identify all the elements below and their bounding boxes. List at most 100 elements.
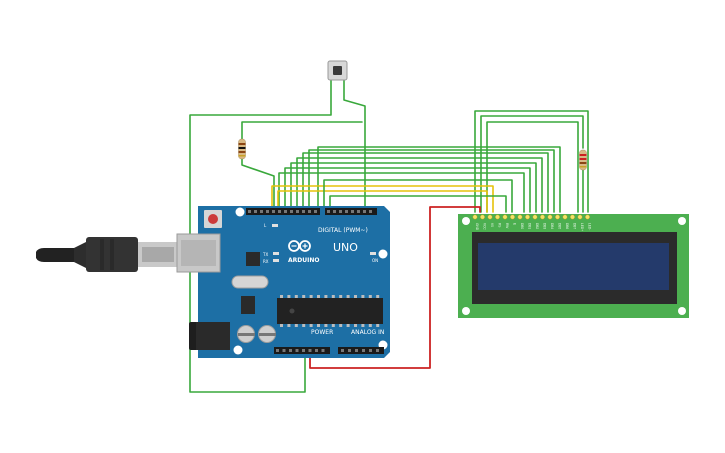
chip-pin <box>317 295 320 298</box>
wire-resistor-bottom <box>241 157 275 211</box>
chip-pin <box>317 324 320 327</box>
led-label-rx: RX <box>263 259 269 264</box>
arduino-uno-board[interactable]: L TX RX ON ARDUINO UNO DIGITAL (PWM~) PO… <box>176 206 390 358</box>
chip-pin <box>302 295 306 298</box>
header-hole[interactable] <box>348 349 351 352</box>
header-hole[interactable] <box>308 210 311 213</box>
on-label: ON <box>372 258 378 263</box>
digital-header-label: DIGITAL (PWM~) <box>318 227 368 234</box>
mount-hole <box>233 345 243 355</box>
header-hole[interactable] <box>295 349 299 352</box>
lcd-pin-label: DB6 <box>565 223 569 229</box>
analog-header <box>338 347 384 354</box>
header-hole[interactable] <box>276 349 279 352</box>
wire-data-7 <box>317 146 561 213</box>
chip-pin <box>331 324 335 327</box>
header-hole[interactable] <box>376 349 379 352</box>
header-hole[interactable] <box>248 210 251 213</box>
header-hole[interactable] <box>345 210 348 213</box>
lcd-pin[interactable] <box>585 214 590 220</box>
chip-pin <box>354 295 357 298</box>
chip-pin <box>324 295 328 298</box>
lcd-pin[interactable] <box>487 214 493 220</box>
wire-data-9 <box>329 195 507 213</box>
digital-header-left <box>246 208 320 215</box>
atmega-chip <box>277 298 383 324</box>
lcd-pin[interactable] <box>510 214 515 220</box>
chip-pin <box>368 324 372 327</box>
pushbutton[interactable] <box>327 60 348 81</box>
wire-resistor-top <box>241 121 363 141</box>
chip-pin <box>302 324 306 327</box>
header-hole[interactable] <box>362 349 365 352</box>
header-hole[interactable] <box>284 210 287 213</box>
lcd-pin[interactable] <box>547 214 553 220</box>
arduino-logo <box>288 240 311 252</box>
header-hole[interactable] <box>315 349 318 352</box>
lcd-pin[interactable] <box>480 214 485 220</box>
chip-pin <box>294 295 298 298</box>
wire-yellow-2 <box>277 190 488 213</box>
header-hole[interactable] <box>260 210 263 213</box>
header-hole[interactable] <box>302 349 305 352</box>
header-hole[interactable] <box>289 349 292 352</box>
chip-pin <box>346 295 350 298</box>
header-holes <box>248 210 379 352</box>
led-label-l: L <box>264 223 267 228</box>
resistor-left[interactable] <box>238 138 246 160</box>
chip-pin <box>309 324 313 327</box>
chip-pin <box>361 295 365 298</box>
chip-pin <box>309 295 313 298</box>
header-hole[interactable] <box>266 210 269 213</box>
lcd-pin[interactable] <box>472 214 478 220</box>
lcd-pin[interactable] <box>532 214 538 220</box>
header-hole[interactable] <box>357 210 360 213</box>
chip-pin <box>280 295 283 298</box>
lcd-pin-label: DB2 <box>535 223 539 229</box>
header-hole[interactable] <box>282 349 286 352</box>
lcd-pin[interactable] <box>525 214 530 220</box>
header-hole[interactable] <box>327 210 330 213</box>
chip-pin <box>339 295 343 298</box>
wire-data-6 <box>308 149 555 213</box>
mount-hole <box>378 249 388 259</box>
header-hole[interactable] <box>272 210 275 213</box>
header-hole[interactable] <box>290 210 293 213</box>
header-hole[interactable] <box>278 210 281 213</box>
header-hole[interactable] <box>254 210 257 213</box>
lcd-pin-label: RS <box>498 223 502 227</box>
usb-cable <box>36 237 178 272</box>
lcd-pin[interactable] <box>495 214 500 220</box>
lcd-pin[interactable] <box>502 214 508 220</box>
lcd-pin[interactable] <box>517 214 523 220</box>
header-hole[interactable] <box>321 349 325 352</box>
header-hole[interactable] <box>339 210 342 213</box>
header-hole[interactable] <box>302 210 305 213</box>
header-hole[interactable] <box>333 210 336 213</box>
lcd-pin-label: RW <box>505 223 509 228</box>
header-hole[interactable] <box>363 210 366 213</box>
wire-data-4 <box>296 157 543 213</box>
wire-data-2 <box>284 167 531 213</box>
chip-pin <box>287 324 291 327</box>
lcd-pin[interactable] <box>570 214 575 220</box>
lcd-pin[interactable] <box>540 214 545 220</box>
lcd-pin[interactable] <box>555 214 560 220</box>
header-hole[interactable] <box>351 210 354 213</box>
lcd-pin[interactable] <box>562 214 568 220</box>
reset-button[interactable] <box>204 210 222 228</box>
header-hole[interactable] <box>314 210 317 213</box>
header-hole[interactable] <box>296 210 299 213</box>
header-hole[interactable] <box>308 349 312 352</box>
header-hole[interactable] <box>369 210 372 213</box>
header-hole[interactable] <box>341 349 344 352</box>
resistor-lcd[interactable] <box>579 149 587 171</box>
header-hole[interactable] <box>369 349 372 352</box>
brand-label: ARDUINO <box>288 257 319 264</box>
header-hole[interactable] <box>355 349 358 352</box>
chip-pin <box>280 324 283 327</box>
chip <box>246 252 260 266</box>
lcd-pin[interactable] <box>577 214 583 220</box>
